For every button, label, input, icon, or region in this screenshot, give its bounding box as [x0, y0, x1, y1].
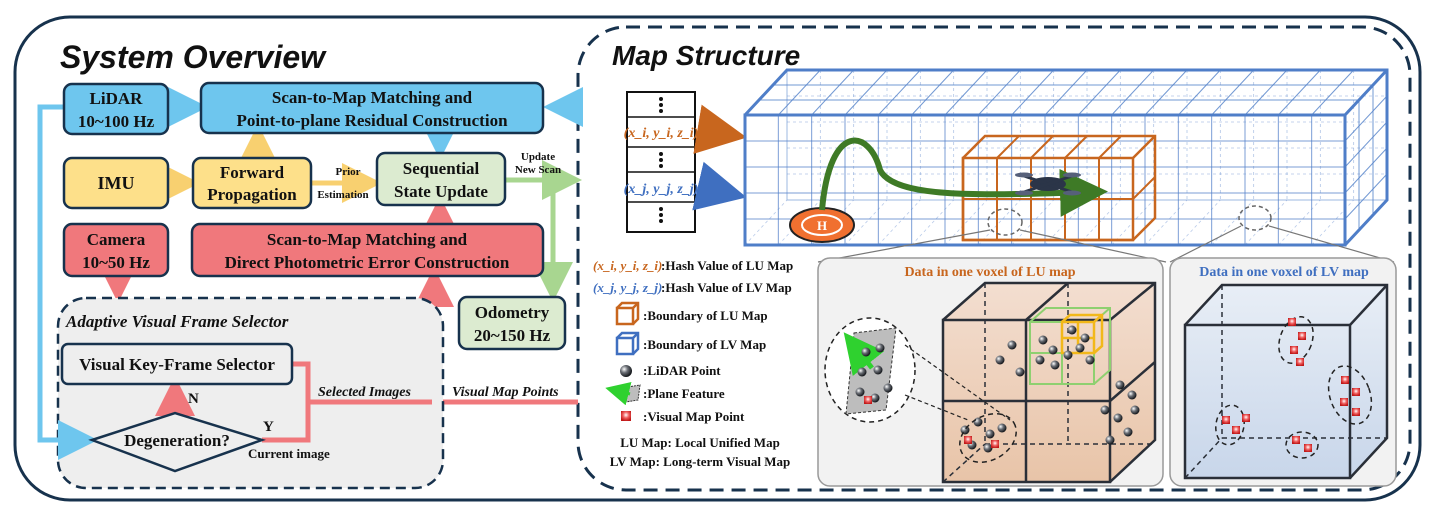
- update-label: Update: [521, 151, 555, 163]
- hash-j-cell: (x_j, y_j, z_j): [624, 182, 699, 197]
- trajectory-path: [819, 137, 1108, 217]
- scan-photometric-box: Scan-to-Map Matching and Direct Photomet…: [190, 222, 545, 278]
- odometry-label: Odometry: [475, 303, 550, 322]
- scan-photo-line1: Scan-to-Map Matching and: [267, 230, 468, 249]
- scan-photo-line2: Direct Photometric Error Construction: [225, 253, 510, 272]
- lv-map-definition: LV Map: Long-term Visual Map: [610, 454, 791, 469]
- forward-line1: Forward: [220, 163, 285, 182]
- odometry-rate: 20~150 Hz: [474, 326, 551, 345]
- y-label: Y: [263, 419, 274, 435]
- plane-feature-icon: [605, 381, 641, 406]
- scan-lidar-box: Scan-to-Map Matching and Point-to-plane …: [199, 81, 545, 135]
- lu-map-boundary: [961, 134, 1157, 242]
- lu-voxel-title: Data in one voxel of LU map: [904, 265, 1075, 280]
- imu-label: IMU: [98, 173, 135, 193]
- prior-label: Prior: [335, 166, 360, 178]
- current-image-label: Current image: [248, 446, 330, 461]
- hash-i-cell: (x_i, y_i, z_i): [624, 126, 699, 141]
- selector-title: Adaptive Visual Frame Selector: [65, 312, 289, 331]
- legend-hash-j: (x_j, y_j, z_j): [593, 280, 662, 295]
- degeneration-diamond: Degeneration?: [88, 411, 266, 473]
- lu-voxel-panel: Data in one voxel of LU map: [817, 257, 1164, 487]
- legend-lidar-point: :LiDAR Point: [643, 363, 721, 378]
- camera-label: Camera: [87, 230, 146, 249]
- hash-j-arrow: [692, 161, 747, 211]
- estimation-label: Estimation: [317, 189, 368, 201]
- overview-title: System Overview: [60, 39, 327, 75]
- visual-map-point-icon: [621, 411, 631, 421]
- hash-i-arrow: [693, 104, 747, 154]
- forward-propagation-box: Forward Propagation: [191, 156, 313, 210]
- scan-lidar-line2: Point-to-plane Residual Construction: [236, 111, 508, 130]
- sequential-update-box: Sequential State Update: [375, 151, 507, 207]
- camera-box: Camera 10~50 Hz: [62, 222, 170, 278]
- imu-box: IMU: [62, 156, 170, 210]
- odometry-box: Odometry 20~150 Hz: [457, 295, 567, 351]
- map-title: Map Structure: [612, 40, 800, 71]
- legend-boundary-lv: :Boundary of LV Map: [643, 337, 766, 352]
- helipad-icon: H: [789, 207, 855, 243]
- legend-visual-point: :Visual Map Point: [643, 409, 745, 424]
- legend-hash-lv: :Hash Value of LV Map: [661, 280, 792, 295]
- zoom-callouts: [817, 205, 1395, 263]
- lidar-box: LiDAR 10~100 Hz: [62, 82, 170, 136]
- drone-icon: [1015, 172, 1081, 196]
- degeneration-label: Degeneration?: [124, 431, 230, 450]
- lu-boundary-icon: [615, 301, 640, 326]
- camera-rate: 10~50 Hz: [82, 253, 150, 272]
- legend: (x_i, y_i, z_i) :Hash Value of LU Map (x…: [593, 258, 793, 469]
- sequential-line1: Sequential: [403, 159, 480, 178]
- lv-voxel-title: Data in one voxel of LV map: [1199, 265, 1369, 280]
- lidar-rate: 10~100 Hz: [78, 112, 155, 131]
- lv-voxel-panel: Data in one voxel of LV map: [1169, 257, 1397, 487]
- selected-images-label: Selected Images: [318, 385, 411, 400]
- legend-hash-lu: :Hash Value of LU Map: [661, 258, 793, 273]
- svg-text:H: H: [817, 218, 827, 233]
- selector-connectors: [40, 361, 432, 460]
- lidar-label: LiDAR: [90, 89, 144, 108]
- hash-table: (x_i, y_i, z_i) (x_j, y_j, z_j): [624, 91, 699, 233]
- lu-lidar-points: [960, 325, 1140, 453]
- sequential-line2: State Update: [394, 182, 488, 201]
- lv-boundary-icon: [615, 331, 640, 356]
- legend-boundary-lu: :Boundary of LU Map: [643, 308, 768, 323]
- legend-plane: :Plane Feature: [643, 386, 725, 401]
- keyframe-box: Visual Key-Frame Selector: [60, 342, 294, 386]
- lidar-point-icon: [620, 365, 632, 377]
- legend-hash-i: (x_i, y_i, z_i): [593, 258, 662, 273]
- scan-lidar-line1: Scan-to-Map Matching and: [272, 88, 473, 107]
- visual-map-points-label: Visual Map Points: [452, 385, 559, 400]
- n-label: N: [188, 391, 199, 407]
- keyframe-label: Visual Key-Frame Selector: [79, 355, 275, 374]
- forward-line2: Propagation: [207, 185, 297, 204]
- lu-map-definition: LU Map: Local Unified Map: [620, 435, 780, 450]
- new-scan-label: New Scan: [515, 164, 561, 176]
